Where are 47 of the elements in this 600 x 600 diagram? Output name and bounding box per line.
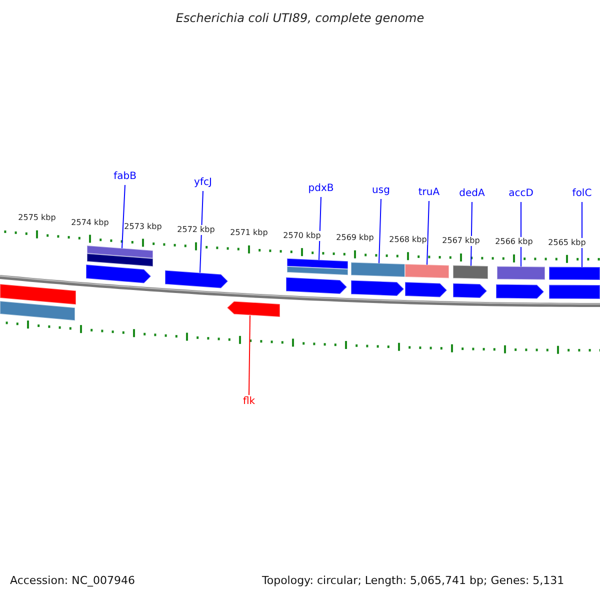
gene-bar [86, 252, 154, 268]
scale-label: 2570 kbp [283, 231, 321, 242]
accession-text: Accession: NC_007946 [10, 575, 136, 586]
gene-feature-block [286, 276, 348, 295]
scale-label: 2565 kbp [548, 238, 586, 248]
gene-bar [350, 262, 406, 278]
scale-label: 2569 kbp [336, 233, 374, 244]
leader-line [122, 184, 126, 249]
gene-feature-block [404, 281, 448, 298]
gene-bar [496, 266, 546, 280]
diagram-title: Escherichia coli UTI89, complete genome [176, 12, 424, 24]
gene-feature-block [350, 280, 405, 296]
gene-feature-block [86, 264, 152, 284]
scale-label: 2572 kbp [177, 225, 215, 236]
gene-label: dedA [459, 189, 485, 199]
gene-bar [548, 266, 600, 280]
gene-label: yfcJ [194, 178, 212, 188]
gene-label: flk [242, 397, 256, 407]
leader-line [378, 198, 382, 264]
scale-label: 2567 kbp [442, 236, 480, 246]
gene-label: truA [418, 188, 440, 198]
gene-label: fabB [114, 172, 136, 182]
leader-line [200, 190, 204, 274]
gene-label: folC [572, 189, 592, 199]
gene-feature-block [164, 270, 229, 289]
scale-label: 2574 kbp [71, 218, 109, 228]
leader-line [520, 202, 522, 267]
scale-label: 2566 kbp [495, 237, 533, 248]
scale-label: 2571 kbp [230, 228, 268, 238]
gene-feature-block [496, 284, 545, 300]
scale-label: 2568 kbp [389, 235, 427, 246]
gene-bar [286, 266, 348, 276]
gene-label: accD [508, 189, 534, 199]
gene-label: pdxB [308, 184, 334, 194]
leader-line [426, 200, 430, 266]
gene-bar [0, 300, 76, 322]
gene-feature-block [452, 282, 488, 298]
gene-feature-block [226, 300, 280, 318]
leader-line [248, 315, 250, 396]
gene-label: usg [372, 186, 390, 196]
scale-label: 2573 kbp [124, 222, 162, 232]
gene-bar [404, 263, 450, 279]
scale-label: 2575 kbp [18, 213, 56, 224]
gene-bar [452, 264, 488, 280]
gene-bar [548, 284, 600, 300]
genome-summary-text: Topology: circular; Length: 5,065,741 bp; Genes: 5,131 [262, 575, 564, 586]
gene-bar [0, 283, 76, 306]
